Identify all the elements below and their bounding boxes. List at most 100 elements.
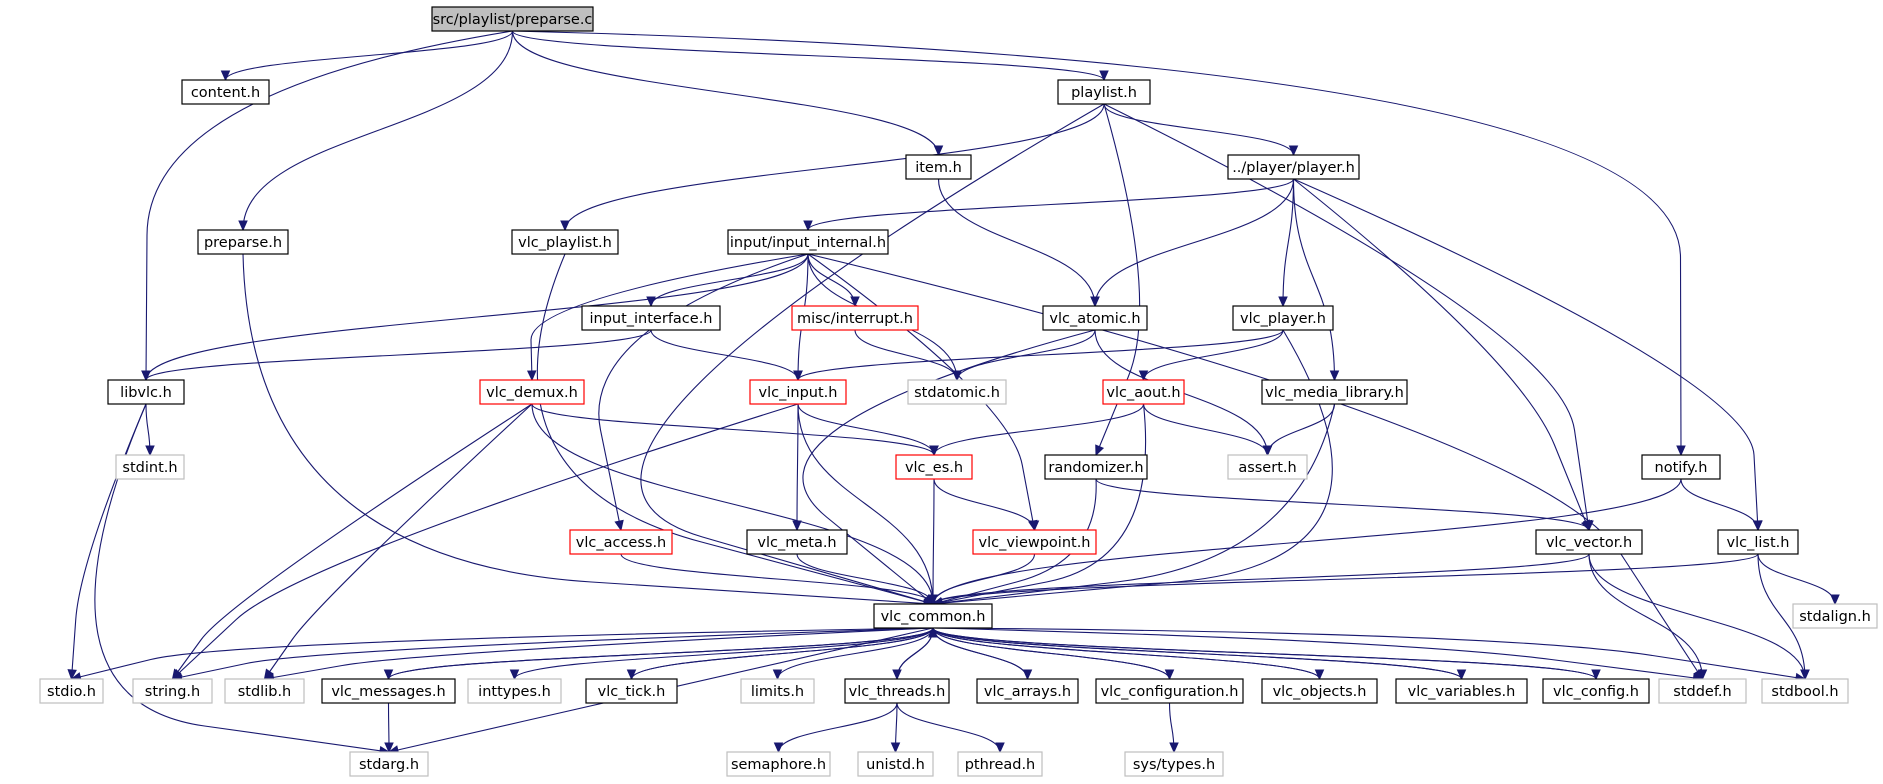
node-interrupt[interactable]: misc/interrupt.h xyxy=(791,305,919,331)
edge-arrowhead xyxy=(141,370,151,382)
node-vlc-player[interactable]: vlc_player.h xyxy=(1232,305,1334,331)
node-vlc-playlist[interactable]: vlc_playlist.h xyxy=(511,229,619,255)
node-vlc-atomic[interactable]: vlc_atomic.h xyxy=(1042,305,1148,331)
edge-vlc_list-to-vlc_common xyxy=(932,553,1759,605)
node-vlc-configuration[interactable]: vlc_configuration.h xyxy=(1095,678,1244,704)
node-notify[interactable]: notify.h xyxy=(1641,454,1721,480)
node-box xyxy=(873,603,993,629)
node-vlc-list[interactable]: vlc_list.h xyxy=(1717,529,1799,555)
edge-arrowhead xyxy=(1800,669,1810,681)
node-label: vlc_viewpoint.h xyxy=(979,535,1091,551)
node-label: pthread.h xyxy=(965,757,1036,773)
edge-arrowhead xyxy=(1676,445,1686,457)
node-vlc-media-library[interactable]: vlc_media_library.h xyxy=(1261,379,1408,405)
node-label: vlc_es.h xyxy=(905,460,963,476)
node-stdbool: stdbool.h xyxy=(1761,678,1849,704)
node-box xyxy=(1261,678,1378,704)
node-vlc-arrays[interactable]: vlc_arrays.h xyxy=(976,678,1079,704)
edge-vlc_threads-to-pthread xyxy=(896,702,1001,753)
edge-input_internal-to-stddef xyxy=(807,253,1703,680)
node-vlc-demux[interactable]: vlc_demux.h xyxy=(479,379,585,405)
node-vlc-access[interactable]: vlc_access.h xyxy=(569,529,673,555)
edge-arrowhead xyxy=(1029,520,1040,532)
edge-arrowhead xyxy=(614,519,624,532)
node-vlc-variables[interactable]: vlc_variables.h xyxy=(1395,678,1528,704)
edge-player-to-vlc_media_library xyxy=(1292,178,1336,381)
node-label: stdint.h xyxy=(122,460,177,476)
node-box xyxy=(39,678,104,704)
edge-playlist-to-vlc_playlist xyxy=(564,103,1105,231)
node-vlc-aout[interactable]: vlc_aout.h xyxy=(1102,379,1185,405)
node-item[interactable]: item.h xyxy=(905,154,972,180)
edge-arrowhead xyxy=(995,742,1005,754)
node-label: stdlib.h xyxy=(238,684,292,700)
node-vlc-es[interactable]: vlc_es.h xyxy=(895,454,973,480)
node-label: src/playlist/preparse.c xyxy=(433,12,593,28)
node-vlc-threads[interactable]: vlc_threads.h xyxy=(844,678,950,704)
node-label: notify.h xyxy=(1655,460,1708,476)
node-label: vlc_list.h xyxy=(1727,535,1790,551)
edge-playlist-to-vlc_common xyxy=(640,103,1105,605)
node-label: vlc_configuration.h xyxy=(1101,684,1239,700)
node-box xyxy=(181,79,270,105)
edge-arrowhead xyxy=(1288,145,1299,157)
edge-libvlc-to-stdarg xyxy=(94,403,390,753)
node-vlc-meta[interactable]: vlc_meta.h xyxy=(746,529,848,555)
edge-input_interface-to-libvlc xyxy=(145,329,652,381)
edge-vlc_vector-to-stddef xyxy=(1588,553,1704,680)
node-label: misc/interrupt.h xyxy=(797,311,913,327)
edge-arrowhead xyxy=(646,296,656,308)
node-input-interface[interactable]: input_interface.h xyxy=(581,305,721,331)
node-vlc-input[interactable]: vlc_input.h xyxy=(749,379,847,405)
node-player[interactable]: ../player/player.h xyxy=(1227,154,1360,180)
node-randomizer[interactable]: randomizer.h xyxy=(1044,454,1148,480)
edge-playlist-to-randomizer xyxy=(1095,103,1141,456)
node-vlc-objects[interactable]: vlc_objects.h xyxy=(1261,678,1378,704)
node-root[interactable]: src/playlist/preparse.c xyxy=(431,6,594,32)
node-vlc-tick[interactable]: vlc_tick.h xyxy=(585,678,678,704)
node-label: input/input_internal.h xyxy=(730,235,886,251)
node-vlc-config[interactable]: vlc_config.h xyxy=(1542,678,1650,704)
edge-vlc_media_library-to-vlc_common xyxy=(932,403,1336,605)
edge-vlc_objects-to-vlc_common xyxy=(932,627,1321,680)
node-input-internal[interactable]: input/input_internal.h xyxy=(727,229,889,255)
edge-arrowhead xyxy=(928,626,938,638)
node-label: stdatomic.h xyxy=(914,385,1000,401)
node-vlc-messages[interactable]: vlc_messages.h xyxy=(321,678,456,704)
node-box xyxy=(1395,678,1528,704)
node-box xyxy=(132,678,213,704)
node-vlc-viewpoint[interactable]: vlc_viewpoint.h xyxy=(972,529,1097,555)
edge-vlc_input-to-vlc_meta xyxy=(796,403,799,531)
node-vlc-common[interactable]: vlc_common.h xyxy=(873,603,993,629)
node-box xyxy=(1761,678,1849,704)
edge-vlc_vector-to-stdbool xyxy=(1588,553,1806,680)
node-playlist[interactable]: playlist.h xyxy=(1057,79,1151,105)
edge-playlist-to-vlc_vector xyxy=(1103,103,1590,531)
node-label: stdio.h xyxy=(47,684,96,700)
edge-input_internal-to-vlc_demux xyxy=(530,253,809,381)
node-label: stddef.h xyxy=(1673,684,1731,700)
node-box xyxy=(1261,379,1408,405)
node-box xyxy=(1542,678,1650,704)
edge-vlc_configuration-to-vlc_common xyxy=(932,627,1171,680)
node-preparse[interactable]: preparse.h xyxy=(197,229,289,255)
edge-arrowhead xyxy=(238,220,248,232)
edge-interrupt-to-stdatomic xyxy=(854,329,958,381)
edge-arrowhead xyxy=(384,742,394,754)
edge-root-to-notify xyxy=(512,30,1682,456)
edge-item-to-vlc_atomic xyxy=(937,178,1096,307)
edge-vlc_atomic-to-stdatomic xyxy=(956,329,1096,381)
node-content[interactable]: content.h xyxy=(181,79,270,105)
node-label: randomizer.h xyxy=(1048,460,1143,476)
edge-input_internal-to-input_interface xyxy=(650,253,809,307)
edge-vlc_demux-to-string xyxy=(172,403,533,680)
node-label: vlc_aout.h xyxy=(1106,385,1180,401)
edge-root-to-playlist xyxy=(511,30,1105,81)
node-libvlc[interactable]: libvlc.h xyxy=(107,379,185,405)
edge-input_interface-to-vlc_input xyxy=(650,329,799,381)
node-box xyxy=(972,529,1097,555)
node-vlc-vector[interactable]: vlc_vector.h xyxy=(1535,529,1643,555)
edge-arrowhead xyxy=(772,669,783,681)
node-label: vlc_demux.h xyxy=(486,385,578,401)
edge-vlc_atomic-to-vlc_common xyxy=(802,329,1096,605)
